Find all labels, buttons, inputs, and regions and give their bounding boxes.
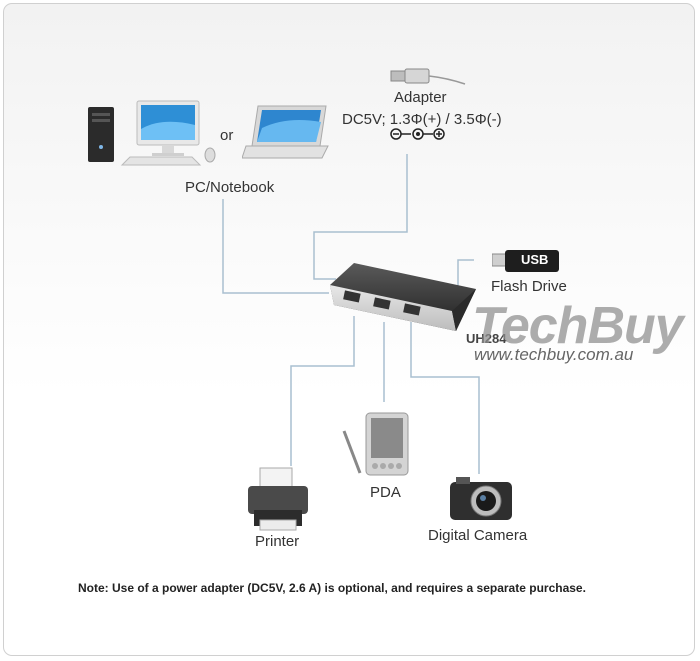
techbuy-watermark: TechBuy [472, 297, 684, 355]
footnote: Note: Use of a power adapter (DC5V, 2.6 … [78, 581, 586, 595]
adapter-plug-icon [390, 68, 466, 85]
pda-label: PDA [370, 484, 401, 501]
usb-hub-icon [330, 263, 476, 331]
digital-camera-label: Digital Camera [428, 527, 528, 544]
polarity-icon [390, 128, 445, 140]
techbuy-url: www.techbuy.com.au [474, 345, 634, 364]
adapter-spec-label: DC5V; 1.3Φ(+) / 3.5Φ(-) [342, 111, 502, 128]
printer-label: Printer [255, 533, 300, 550]
line-adapter-to-hub [313, 154, 408, 280]
flash-drive-icon [492, 250, 559, 272]
pda-icon [342, 412, 409, 476]
pc-icon [88, 100, 216, 166]
model-label: UH284 [466, 331, 507, 346]
line-camera-to-hub [410, 322, 480, 474]
connection-lines [222, 154, 480, 474]
camera-icon [450, 477, 512, 520]
usb-tag-label: USB [521, 252, 549, 267]
adapter-label: Adapter [394, 89, 447, 106]
flash-drive-label: Flash Drive [491, 278, 567, 295]
notebook-icon [242, 105, 329, 159]
or-label: or [220, 127, 234, 144]
line-pc-to-hub [222, 199, 329, 294]
printer-icon [248, 467, 308, 531]
line-printer-to-hub [290, 316, 355, 466]
diagram-frame: or PC/Notebook Adapter DC5V; 1.3Φ(+) / 3… [3, 3, 695, 656]
pc-notebook-label: PC/Notebook [185, 179, 275, 196]
